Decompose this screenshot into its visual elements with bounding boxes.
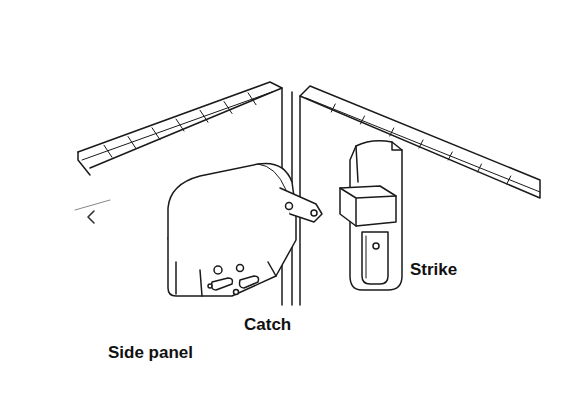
panel-edge-cell: [507, 176, 511, 184]
panel-edge-cell: [331, 104, 335, 112]
panel-edge-cell: [248, 93, 256, 105]
panel-edge-cell: [448, 152, 452, 160]
part-label: Side panel: [108, 344, 193, 363]
catch-body: [168, 163, 322, 296]
chevron-icon: [88, 211, 94, 223]
part-label: Strike: [410, 261, 457, 280]
strike-plate: [340, 141, 402, 290]
panel-edge-cell: [224, 102, 232, 114]
part-label: Catch: [244, 316, 291, 335]
panel-edge-cell: [478, 164, 482, 172]
door-panel: [300, 86, 540, 305]
panel-edge-cell: [152, 128, 160, 140]
panel-edge-cell: [176, 119, 184, 131]
panel-edge-cell: [128, 137, 136, 149]
panel-edge-cell: [104, 145, 112, 157]
panel-edge-cell: [390, 128, 394, 136]
panel-edge-cell: [361, 116, 365, 124]
panel-edge-cell: [200, 110, 208, 122]
panel-edge-cell: [419, 140, 423, 148]
